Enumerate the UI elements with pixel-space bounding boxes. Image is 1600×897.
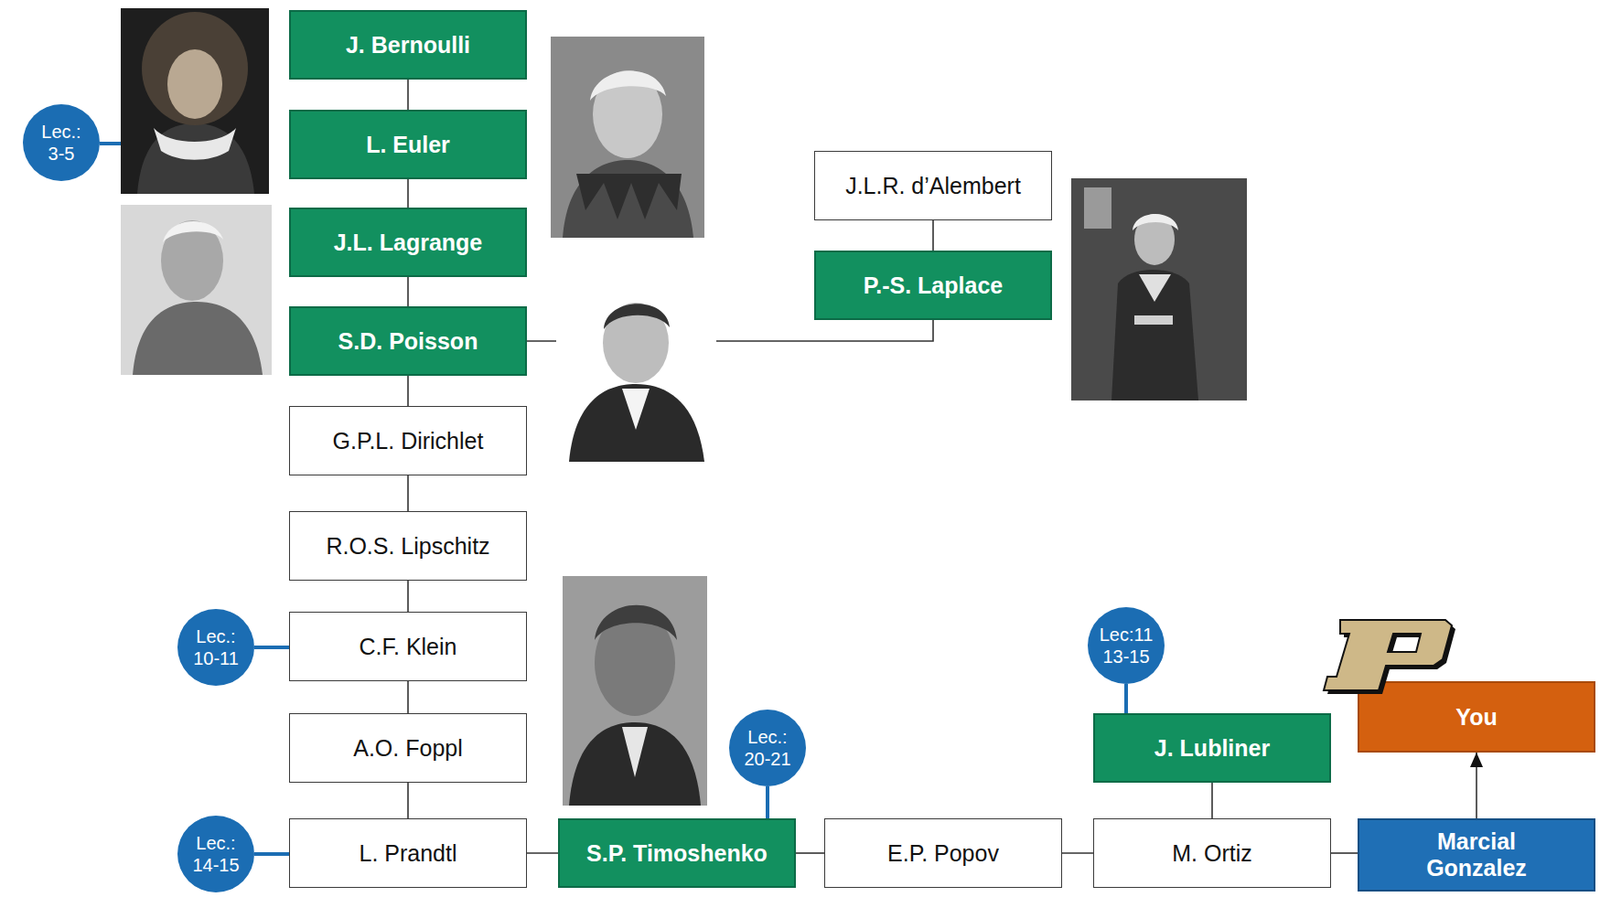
lineage-line: [526, 852, 559, 855]
lineage-line: [932, 220, 935, 251]
person-box: You: [1357, 681, 1596, 753]
lecture-label: Lec.: 10-11: [186, 625, 246, 670]
person-box: J.L. Lagrange: [289, 207, 527, 278]
person-name: S.P. Timoshenko: [586, 840, 768, 868]
lineage-line: [407, 580, 409, 613]
person-box: J. Bernoulli: [289, 10, 527, 80]
person-box: S.P. Timoshenko: [558, 818, 796, 889]
lecture-leader: [254, 645, 290, 650]
person-box: M. Ortiz: [1093, 818, 1332, 889]
person-name: M. Ortiz: [1171, 840, 1253, 868]
portrait-photo: [562, 576, 708, 806]
person-box: L. Euler: [289, 109, 527, 180]
lecture-circle: Lec.: 14-15: [177, 816, 255, 893]
lecture-circle: Lec.: 10-11: [177, 609, 255, 687]
lecture-leader: [765, 786, 770, 819]
portrait-photo: [1071, 178, 1247, 401]
person-name: You: [1455, 704, 1497, 731]
person-name: A.O. Foppl: [353, 735, 463, 763]
person-box: A.O. Foppl: [289, 713, 527, 784]
person-name: E.P. Popov: [887, 840, 999, 868]
person-name: J. Bernoulli: [345, 32, 471, 59]
person-name: S.D. Poisson: [338, 328, 479, 355]
person-name: R.O.S. Lipschitz: [325, 533, 490, 560]
lineage-line: [1211, 783, 1214, 819]
person-name: Marcial Gonzalez: [1389, 828, 1564, 882]
person-box: G.P.L. Dirichlet: [289, 406, 527, 476]
person-name: J.L.R. d’Alembert: [845, 172, 1021, 200]
person-name: J. Lubliner: [1154, 735, 1270, 763]
lineage-line: [407, 79, 409, 110]
lecture-circle: Lec.: 20-21: [729, 709, 806, 787]
person-name: G.P.L. Dirichlet: [332, 428, 484, 455]
lineage-line: [407, 475, 409, 512]
person-box: E.P. Popov: [824, 818, 1063, 889]
lecture-circle: Lec.: 3-5: [22, 104, 100, 182]
lecture-label: Lec.: 14-15: [186, 832, 246, 877]
lineage-line: [407, 277, 409, 307]
person-box: L. Prandtl: [289, 818, 527, 889]
portrait-photo: [120, 204, 272, 376]
leader-line: [99, 141, 121, 146]
portrait-photo: [120, 8, 269, 194]
lecture-label: Lec:11 13-15: [1096, 623, 1156, 668]
person-box: P.-S. Laplace: [814, 250, 1053, 321]
person-name: L. Euler: [365, 131, 451, 159]
lineage-line: [407, 681, 409, 714]
lineage-line: [1475, 752, 1478, 819]
lineage-line: [407, 375, 409, 407]
lecture-circle: Lec:11 13-15: [1087, 607, 1165, 685]
person-box: J.L.R. d’Alembert: [814, 150, 1053, 221]
person-box: S.D. Poisson: [289, 306, 527, 376]
person-box: C.F. Klein: [289, 612, 527, 682]
lineage-line: [407, 179, 409, 208]
lineage-line: [1062, 852, 1094, 855]
lecture-label: Lec.: 20-21: [738, 726, 797, 771]
lineage-line: [795, 852, 825, 855]
person-name: C.F. Klein: [359, 633, 458, 661]
person-name: L. Prandtl: [358, 840, 457, 868]
person-name: P.-S. Laplace: [863, 272, 1003, 300]
portrait-photo: [556, 295, 717, 472]
lecture-leader: [254, 852, 290, 857]
portrait-photo: [550, 36, 705, 238]
person-box: R.O.S. Lipschitz: [289, 511, 527, 581]
person-name: J.L. Lagrange: [333, 229, 484, 257]
lecture-label: Lec.: 3-5: [32, 120, 91, 165]
lineage-line: [407, 783, 409, 819]
person-box: Marcial Gonzalez: [1357, 818, 1596, 892]
person-box: J. Lubliner: [1093, 713, 1332, 784]
lecture-leader: [1124, 684, 1128, 714]
lineage-line: [1331, 852, 1358, 855]
purdue-logo: [1321, 618, 1457, 697]
